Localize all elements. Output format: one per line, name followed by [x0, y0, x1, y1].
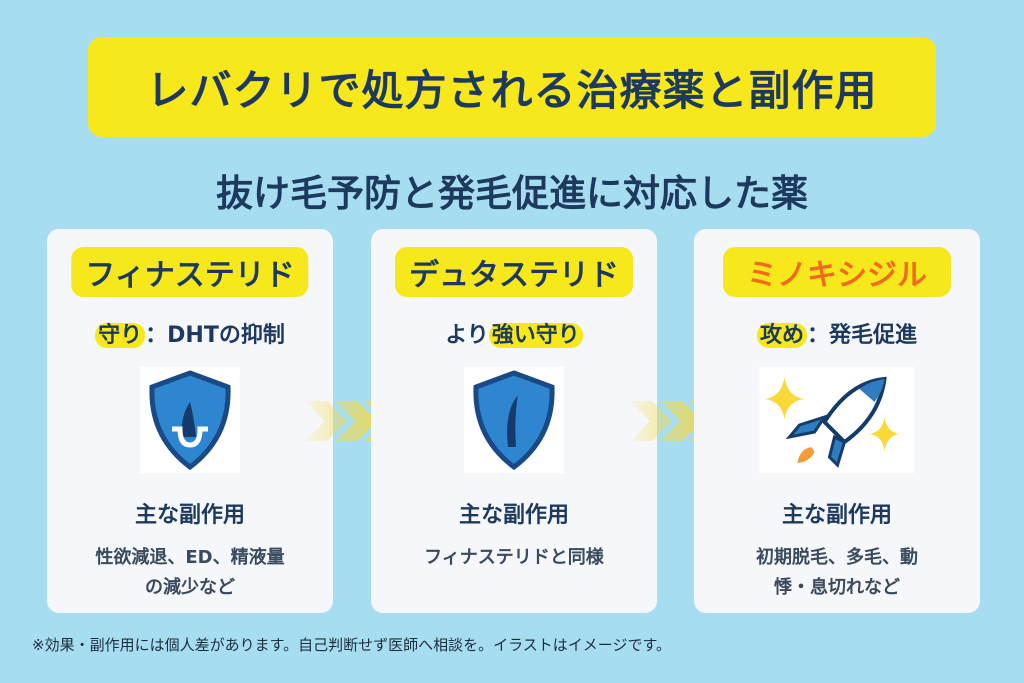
drug-name: ミノキシジル: [723, 247, 951, 297]
role-text: ：DHTの抑制: [145, 323, 285, 348]
card-minoxidil: ミノキシジル 攻め：発毛促進 主な副作用 初期脱毛、多毛、動悸・息切れなど: [694, 229, 980, 613]
card-dutasteride: デュタステリド より強い守り 主な副作用 フィナステリドと同様: [371, 229, 657, 613]
side-effects-text: フィナステリドと同様: [371, 543, 657, 573]
main-title: レバクリで処方される治療薬と副作用: [88, 37, 936, 137]
drug-name: デュタステリド: [395, 247, 633, 297]
role-text: ：発毛促進: [807, 323, 918, 348]
shield-hair-icon: [464, 367, 564, 473]
detail-line: 性欲減退、ED、精液量: [95, 547, 285, 568]
drug-role: 攻め：発毛促進: [694, 317, 980, 349]
side-effects-heading: 主な副作用: [134, 503, 245, 528]
side-effects-heading: 主な副作用: [781, 503, 892, 528]
drug-role: より強い守り: [371, 317, 657, 349]
side-effects-heading: 主な副作用: [458, 503, 569, 528]
drug-role: 守り：DHTの抑制: [47, 317, 333, 349]
detail-line: フィナステリドと同様: [424, 547, 604, 568]
role-highlight: 守り: [95, 323, 146, 348]
drug-name: フィナステリド: [71, 247, 309, 297]
detail-line: の減少など: [145, 577, 235, 598]
card-finasteride: フィナステリド 守り：DHTの抑制 主な副作用 性欲減退、ED、精液量の減少など: [47, 229, 333, 613]
role-prefix: より: [445, 323, 489, 348]
subtitle: 抜け毛予防と発毛促進に対応した薬: [216, 172, 808, 215]
role-highlight: 攻め: [756, 323, 807, 348]
detail-line: 悸・息切れなど: [774, 577, 900, 598]
side-effects-text: 初期脱毛、多毛、動悸・息切れなど: [694, 543, 980, 603]
footnote: ※効果・副作用には個人差があります。自己判断せず医師へ相談を。イラストはイメージ…: [32, 636, 671, 654]
side-effects-text: 性欲減退、ED、精液量の減少など: [47, 543, 333, 603]
detail-line: 初期脱毛、多毛、動: [756, 547, 918, 568]
rocket-icon: [759, 367, 915, 473]
shield-hair-follicle-icon: [140, 367, 240, 473]
role-highlight: 強い守り: [488, 323, 583, 348]
